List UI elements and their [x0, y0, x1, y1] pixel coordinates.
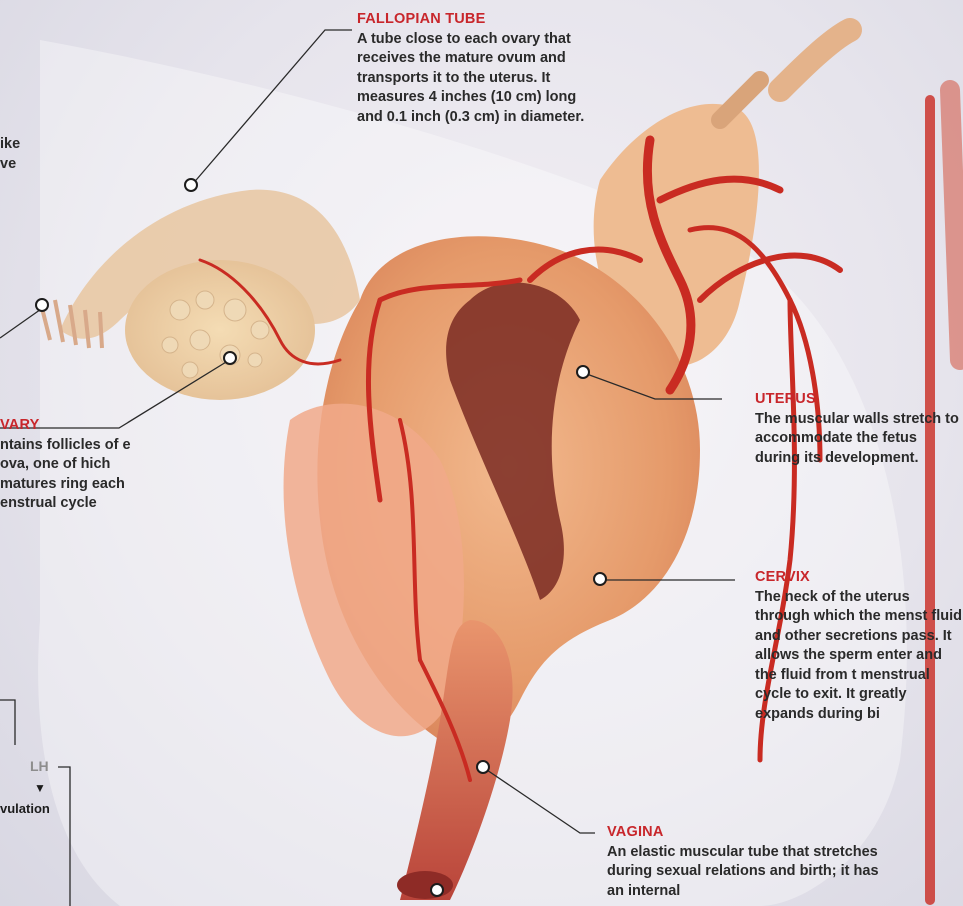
ovary-title: VARY [0, 416, 145, 436]
fallopian-label: FALLOPIAN TUBE A tube close to each ovar… [357, 10, 587, 127]
ovary-shape [125, 260, 315, 400]
ovulation-label: vulation [0, 801, 50, 816]
fimbriae-partial-text: ike ve [0, 136, 20, 172]
fallopian-text: A tube close to each ovary that receives… [357, 31, 584, 125]
cervix-text: The neck of the uterus through which the… [755, 589, 962, 722]
uterus-text: The muscular walls stretch to accommodat… [755, 411, 959, 466]
fimbriae-callout-line [0, 307, 44, 338]
fimbriae-partial-label: ike ve [0, 135, 22, 174]
ovary-dot [223, 351, 237, 365]
vagina-title: VAGINA [607, 823, 897, 843]
chart-bracket-line [0, 700, 15, 745]
fallopian-title: FALLOPIAN TUBE [357, 10, 587, 30]
uterus-dot [576, 365, 590, 379]
ovary-text: ntains follicles of e ova, one of hich m… [0, 437, 131, 512]
fallopian-dot [184, 178, 198, 192]
vagina-text: An elastic muscular tube that stretches … [607, 844, 879, 899]
cervix-dot [593, 572, 607, 586]
lh-label: LH [30, 758, 49, 774]
cervix-title: CERVIX [755, 568, 963, 588]
fimbriae-dot [35, 298, 49, 312]
uterus-title: UTERUS [755, 390, 963, 410]
lh-arrow: ▼ [34, 781, 46, 795]
vaginal-opening-dot [430, 883, 444, 897]
vagina-dot [476, 760, 490, 774]
vagina-label: VAGINA An elastic muscular tube that str… [607, 823, 897, 906]
ovary-label: VARY ntains follicles of e ova, one of h… [0, 416, 145, 514]
uterus-label: UTERUS The muscular walls stretch to acc… [755, 390, 963, 468]
cervix-label: CERVIX The neck of the uterus through wh… [755, 568, 963, 724]
